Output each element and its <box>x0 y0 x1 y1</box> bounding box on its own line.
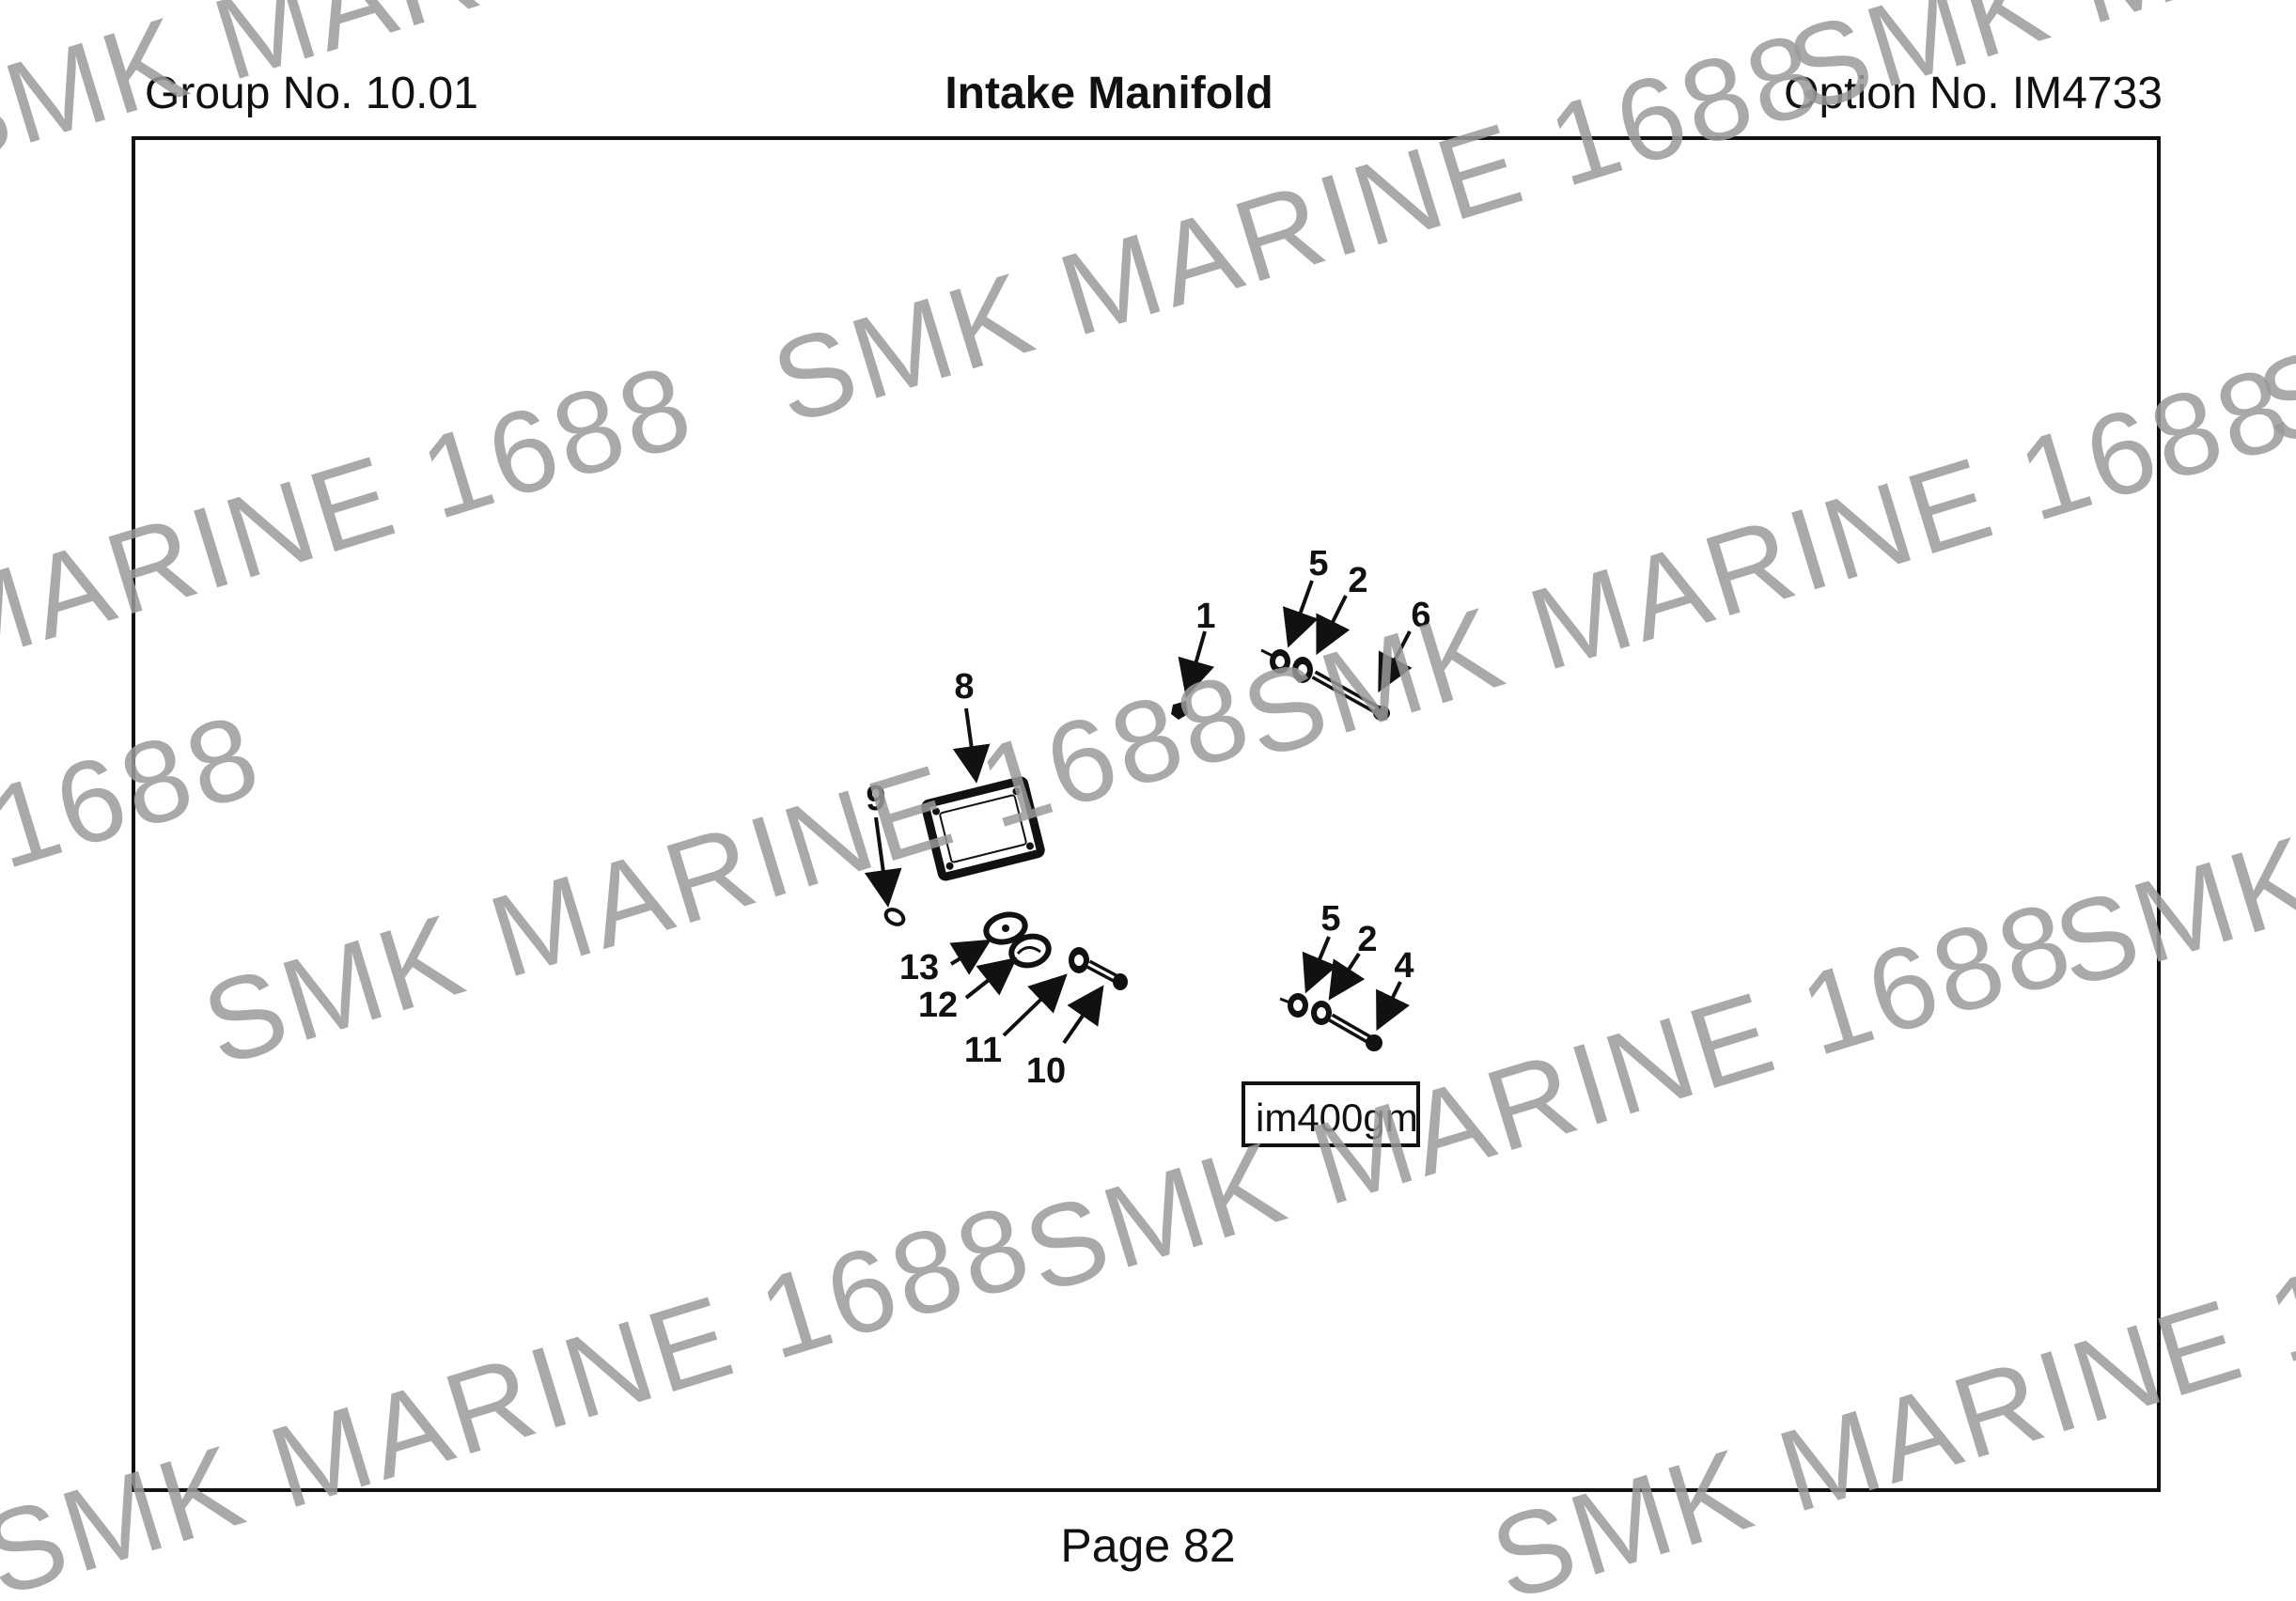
leader-12 <box>964 957 1018 1000</box>
leader-1 <box>1178 630 1215 698</box>
page-title: Intake Manifold <box>945 69 1273 118</box>
watermark-7: SMK MARINE 1688 <box>2041 571 2296 1013</box>
watermark-9: SMK MARINE 1688 <box>1011 877 2088 1318</box>
part-lower-bolt-assembly <box>1279 993 1382 1051</box>
leader-8 <box>952 707 991 784</box>
watermark-2: SMK MARINE 1688 <box>759 8 1836 449</box>
leader-13 <box>949 939 992 975</box>
image-code: im400gm <box>1256 1096 1418 1140</box>
watermark-1: SMK MARINE 1688 <box>0 0 990 194</box>
leader-5-upper <box>1283 580 1319 648</box>
callout-2-lower: 2 <box>1357 920 1377 959</box>
part-lower-left-bolt <box>1069 947 1128 990</box>
watermark-3: SMK MARINE 1688 <box>1774 0 2296 137</box>
leader-2-lower <box>1328 952 1366 1001</box>
callout-4: 4 <box>1394 946 1414 986</box>
page-number: Page 82 <box>1060 1519 1236 1572</box>
callout-8: 8 <box>954 667 974 707</box>
leader-5-lower <box>1302 936 1337 994</box>
part-upper-bolt-assembly <box>1260 648 1390 721</box>
group-number: Group No. 10.01 <box>145 69 478 118</box>
callout-13: 13 <box>899 948 939 987</box>
diagram-frame <box>132 136 2161 1492</box>
callout-12: 12 <box>918 986 958 1025</box>
leader-4 <box>1376 981 1411 1032</box>
leader-9 <box>864 816 902 908</box>
part-dowel-pin <box>883 908 906 926</box>
part-plug <box>1171 701 1188 720</box>
callout-5-upper: 5 <box>1308 544 1328 583</box>
watermark-6: SMK MARINE 1688 <box>190 649 1267 1091</box>
leader-6 <box>1378 630 1413 693</box>
leader-11 <box>1002 973 1068 1037</box>
callout-2-upper: 2 <box>1348 561 1367 600</box>
part-flange <box>983 911 1052 969</box>
leader-2-upper <box>1316 595 1351 656</box>
callout-10: 10 <box>1026 1051 1066 1091</box>
callout-1: 1 <box>1195 597 1215 636</box>
watermark-4: SMK MARINE 1688 <box>0 340 708 782</box>
option-number: Option No. IM4733 <box>1784 69 2163 118</box>
leader-10 <box>1062 985 1104 1045</box>
image-code-box <box>1242 1081 1420 1147</box>
part-gasket <box>921 776 1045 881</box>
leader-arrows <box>864 580 1413 1045</box>
callout-9: 9 <box>866 779 885 818</box>
callout-11: 11 <box>964 1031 1002 1070</box>
callout-6: 6 <box>1411 596 1430 635</box>
callout-5-lower: 5 <box>1320 899 1340 939</box>
watermark-5: SMK MARINE 1688 <box>1229 342 2296 784</box>
